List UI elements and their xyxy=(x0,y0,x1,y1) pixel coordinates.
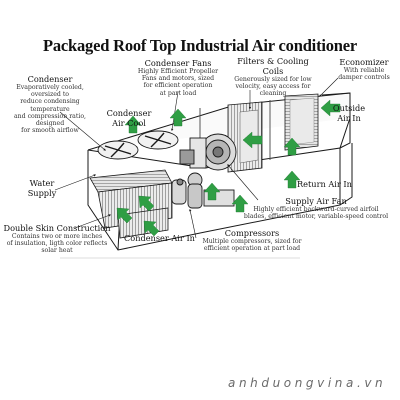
label-filters: Filters & Cooling Coils Generously sized… xyxy=(234,56,312,98)
leader-water-supply xyxy=(54,174,97,191)
arrow-filter-flow xyxy=(242,131,263,149)
arrow-condenser-air-in-3 xyxy=(143,220,160,237)
arrow-condenser-up-2 xyxy=(169,108,187,127)
label-condenser-air-in: Condenser Air In xyxy=(124,233,195,243)
leader-economizer xyxy=(319,77,339,97)
watermark-text: anhduongvina.vn xyxy=(228,376,387,390)
supply-air-fan xyxy=(179,133,237,188)
arrow-condenser-air-in-2 xyxy=(116,207,133,224)
leader-lines xyxy=(54,77,339,239)
compressors xyxy=(171,178,235,209)
label-compressors: Compressors Multiple compressors, sized … xyxy=(202,228,302,253)
label-economizer: Economizer With reliable damper controls xyxy=(338,57,390,82)
arrow-supply-2 xyxy=(203,182,221,201)
arrow-condenser-air-in-1 xyxy=(138,195,155,212)
condenser-coil xyxy=(89,169,173,239)
leader-condenser xyxy=(59,111,106,151)
label-return-air-in: Return Air In xyxy=(297,179,352,189)
arrow-return-air-2 xyxy=(283,137,301,156)
diagram-title: Packaged Roof Top Industrial Air conditi… xyxy=(42,36,358,55)
label-condenser: Condenser Evaporatively cooled, oversize… xyxy=(13,74,87,135)
leader-compressors xyxy=(189,208,197,239)
label-supply-air-fan: Supply Air Fan Highly efficient backward… xyxy=(243,196,389,221)
economizer-damper xyxy=(284,93,319,151)
airflow-arrows xyxy=(116,99,341,237)
arrow-condenser-air-cool xyxy=(124,115,142,134)
arrow-outside-air-in xyxy=(320,99,341,117)
label-double-skin: Double Skin Construction Contains two or… xyxy=(3,223,111,255)
leader-condenser-fans xyxy=(171,91,179,132)
label-condenser-air-cool: Condenser Air Cool xyxy=(106,108,152,128)
leader-double-skin xyxy=(74,214,112,229)
leader-supply-fan xyxy=(227,164,259,201)
label-outside-air-in: Outside Air In xyxy=(332,103,366,123)
arrow-return-air-in xyxy=(283,170,301,189)
arrow-supply-1 xyxy=(231,194,249,213)
label-condenser-fans: Condenser Fans Highly Efficient Propelle… xyxy=(137,58,219,97)
label-water-supply: Water Supply xyxy=(27,178,57,198)
condenser-fans xyxy=(97,130,179,160)
